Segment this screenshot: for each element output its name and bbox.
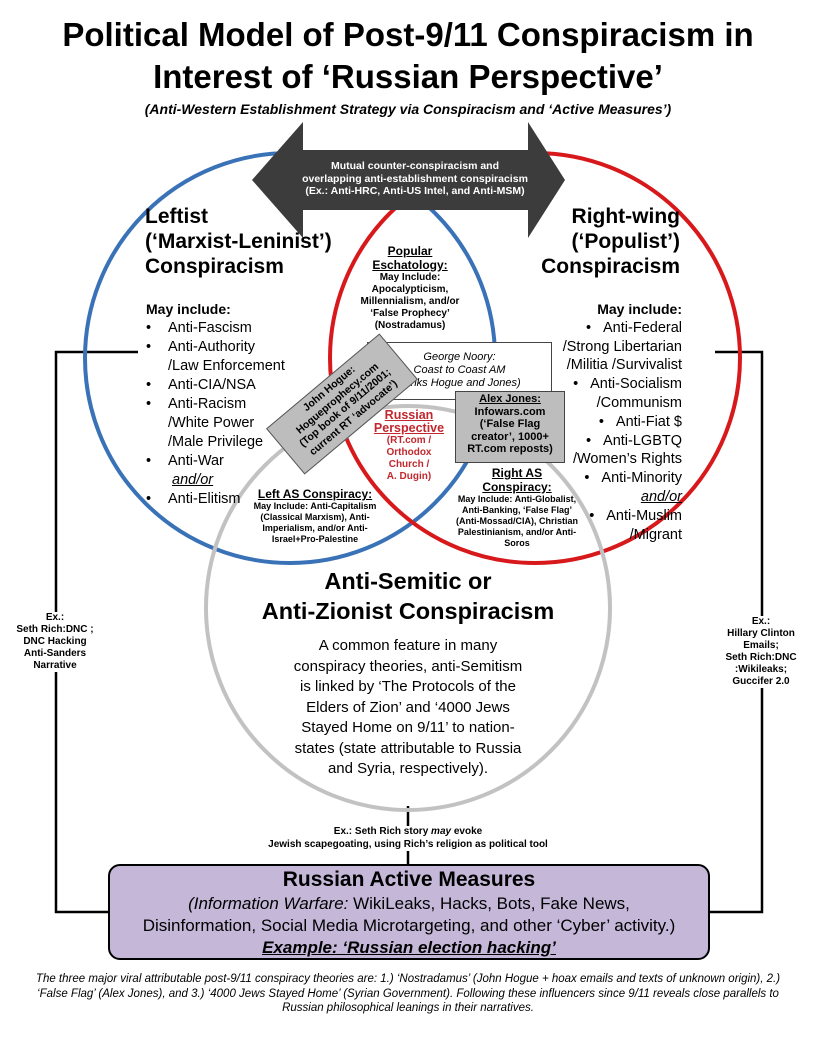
rightwing-item: • Anti-Federal — [540, 319, 682, 338]
russian-perspective: Russian Perspective (RT.com / Orthodox C… — [373, 408, 445, 483]
rightwing-item: /Migrant — [540, 526, 682, 545]
rightwing-item: /Women’s Rights — [540, 450, 682, 469]
leftist-item: /White Power — [168, 415, 255, 431]
bullet-icon: • — [573, 376, 579, 393]
rightwing-item-text: Anti-Muslim — [606, 507, 682, 524]
leftist-item: Anti-Authority — [146, 338, 336, 357]
page-title: Political Model of Post-9/11 Conspiracis… — [62, 16, 754, 95]
leftist-item: /Law Enforcement — [168, 358, 285, 374]
rightwing-item-text: /Communism — [596, 394, 682, 411]
double-arrow — [252, 122, 565, 238]
page-subtitle: (Anti-Western Establishment Strategy via… — [144, 101, 672, 117]
bullet-icon: • — [585, 432, 592, 449]
bullet-icon: • — [598, 413, 604, 430]
active-measures-line1: (Information Warfare: WikiLeaks, Hacks, … — [188, 894, 630, 913]
left-example: Ex.: Seth Rich:DNC ; DNC Hacking Anti-Sa… — [6, 612, 104, 672]
bullet-icon: • — [585, 319, 592, 336]
leftist-item: Anti-Fascism — [146, 319, 336, 338]
rightwing-may-include: May include: — [597, 301, 682, 317]
bullet-icon: • — [584, 470, 590, 487]
rightwing-item: /Strong Libertarian — [540, 338, 682, 357]
rightwing-item: • Anti-Socialism — [540, 375, 682, 394]
rightwing-item-text: /Militia /Survivalist — [566, 357, 682, 374]
active-measures-example: Example: ‘Russian election hacking’ — [262, 938, 556, 957]
rightwing-heading: Right-wing (‘Populist’) Conspiracism — [541, 205, 680, 278]
anti-semitic-heading: Anti-Semitic or Anti-Zionist Conspiracis… — [261, 568, 555, 624]
leftist-may-include: May include: — [146, 301, 231, 317]
anti-semitic-description: A common feature in many conspiracy theo… — [293, 637, 523, 777]
rightwing-item-text: and/or — [640, 488, 682, 505]
bullet-icon: • — [589, 507, 595, 524]
rightwing-item-text: Anti-Fiat $ — [615, 413, 682, 430]
rightwing-item: • Anti-LGBTQ — [540, 432, 682, 451]
rightwing-list: May include: • Anti-Federal/Strong Libert… — [540, 300, 682, 544]
leftist-list: May include: Anti-FascismAnti-Authority/… — [146, 300, 336, 509]
popular-eschatology: Popular Eschatology: May Include: Apocal… — [360, 244, 460, 331]
right-as-conspiracy: Right AS Conspiracy: May Include: Anti-G… — [455, 466, 578, 548]
rightwing-item-text: Anti-LGBTQ — [603, 432, 682, 449]
leftist-item: Anti-CIA/NSA — [146, 376, 336, 395]
leftist-heading: Leftist (‘Marxist-Leninist’) Conspiracis… — [145, 205, 332, 278]
russian-active-measures-box: Russian Active Measures (Information War… — [108, 864, 710, 960]
bottom-circle — [204, 404, 612, 812]
rightwing-item: /Communism — [540, 394, 682, 413]
active-measures-line2: Disinformation, Social Media Microtarget… — [142, 916, 676, 935]
leftist-item: Anti-War — [146, 452, 336, 471]
rightwing-item-text: Anti-Federal — [603, 319, 682, 336]
alex-jones-box: Alex Jones: Infowars.com (‘False Flag cr… — [455, 391, 565, 463]
active-measures-title: Russian Active Measures — [282, 868, 536, 891]
rightwing-item: /Militia /Survivalist — [540, 356, 682, 375]
rightwing-item-text: /Strong Libertarian — [562, 338, 682, 355]
bottom-example: Ex.: Seth Rich story may evoke Jewish sc… — [230, 826, 586, 851]
arrow-caption: Mutual counter-conspiracism and overlapp… — [302, 160, 528, 197]
leftist-item: Anti-Racism — [146, 395, 336, 414]
rightwing-item-text: Anti-Socialism — [590, 376, 682, 393]
rightwing-item-text: /Migrant — [629, 526, 682, 543]
leftist-item: /Male Privilege — [168, 434, 264, 450]
right-example: Ex.: Hillary Clinton Emails; Seth Rich:D… — [712, 616, 810, 688]
rightwing-item: • Anti-Fiat $ — [540, 413, 682, 432]
leftist-item: and/or — [172, 472, 214, 488]
rightwing-item: • Anti-Muslim — [540, 507, 682, 526]
rightwing-item: and/or — [540, 488, 682, 507]
rightwing-item-text: /Women’s Rights — [572, 451, 682, 468]
leftist-item: Anti-Elitism — [146, 490, 336, 509]
left-as-conspiracy: Left AS Conspiracy: May Include: Anti-Ca… — [253, 487, 377, 544]
footer-note: The three major viral attributable post-… — [35, 973, 781, 1014]
rightwing-item: • Anti-Minority — [540, 469, 682, 488]
rightwing-item-text: Anti-Minority — [601, 470, 682, 487]
